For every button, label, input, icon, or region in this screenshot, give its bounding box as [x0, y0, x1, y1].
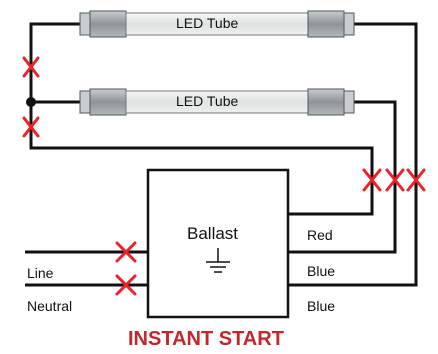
tube2-left-pins — [79, 90, 91, 114]
tube2-right-to-blue-top — [288, 100, 397, 254]
tube2-right-pins — [343, 90, 355, 114]
cut-mark-icon — [406, 168, 426, 192]
tube-2-label: LED Tube — [176, 93, 239, 109]
red-wire-label: Red — [307, 227, 333, 243]
tube1-right-cap — [307, 10, 345, 38]
shared-lead-to-red — [29, 102, 374, 216]
tube1-left-pins — [79, 12, 91, 36]
blue-top-wire-label: Blue — [307, 263, 336, 279]
tube1-left-cap — [89, 10, 127, 38]
ground-symbol-icon — [206, 248, 230, 273]
cut-marks — [22, 56, 426, 296]
diagram-caption: INSTANT START — [128, 328, 284, 350]
led-tube-2 — [79, 88, 355, 116]
junction-dot — [26, 97, 36, 107]
cut-mark-icon — [22, 116, 40, 138]
led-tube-1 — [79, 10, 355, 38]
tube1-right-to-blue-bottom — [288, 22, 418, 287]
cut-mark-icon — [362, 168, 382, 192]
wiring — [25, 22, 418, 287]
line-wire-label: Line — [27, 265, 54, 281]
ballast-label: Ballast — [187, 224, 239, 243]
tube1-right-pins — [343, 12, 355, 36]
tube2-left-cap — [89, 88, 127, 116]
left-tube-top-lead — [29, 22, 80, 102]
tube-1-label: LED Tube — [176, 15, 239, 31]
cut-mark-icon — [115, 274, 137, 296]
neutral-wire-label: Neutral — [27, 298, 73, 314]
ballast-box — [146, 168, 290, 319]
blue-bottom-wire-label: Blue — [307, 298, 336, 314]
tube2-right-cap — [307, 88, 345, 116]
cut-mark-icon — [22, 56, 40, 78]
cut-mark-icon — [385, 168, 405, 192]
cut-mark-icon — [115, 241, 137, 263]
